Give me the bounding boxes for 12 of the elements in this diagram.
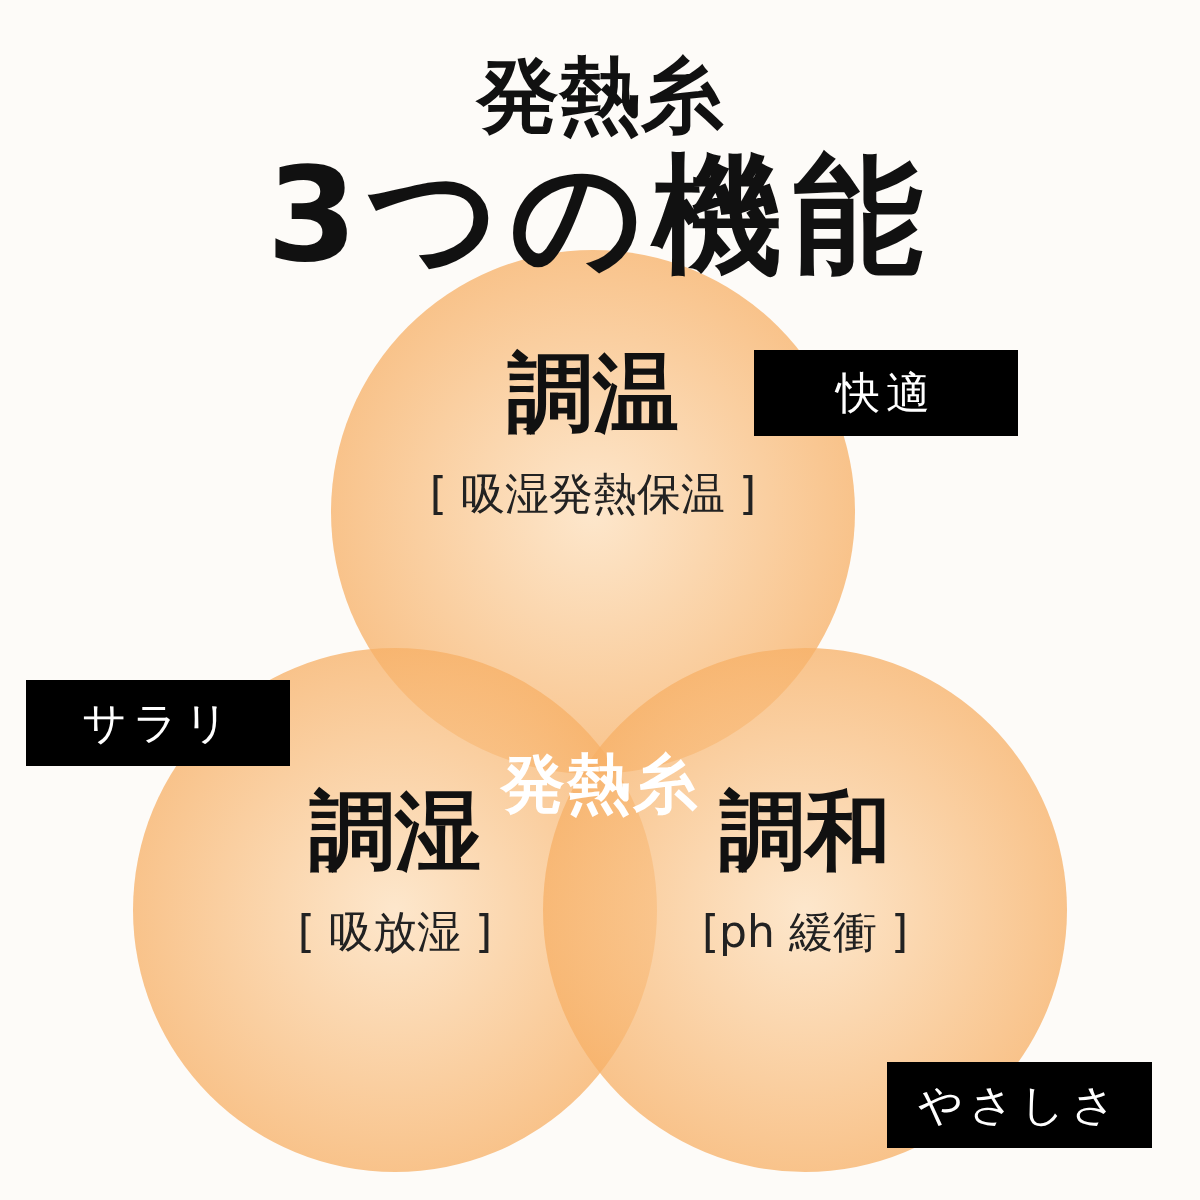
center-label: 発熱糸 <box>499 752 700 816</box>
tag-label: 快適 <box>754 350 1018 436</box>
circle-heading: 調湿 <box>308 788 482 874</box>
circle-heading: 調和 <box>718 788 892 874</box>
tag-label: やさしさ <box>887 1062 1152 1148</box>
circle-subheading: [ 吸放湿 ] <box>296 910 494 954</box>
circle-heading: 調温 <box>506 350 680 436</box>
subtitle: 3つの機能 <box>265 150 935 280</box>
title: 発熱糸 <box>474 55 725 137</box>
circle-subheading: [ph 緩衝 ] <box>700 910 910 954</box>
tag-label: サラリ <box>26 680 290 766</box>
circle-subheading: [ 吸湿発熱保温 ] <box>428 472 758 516</box>
